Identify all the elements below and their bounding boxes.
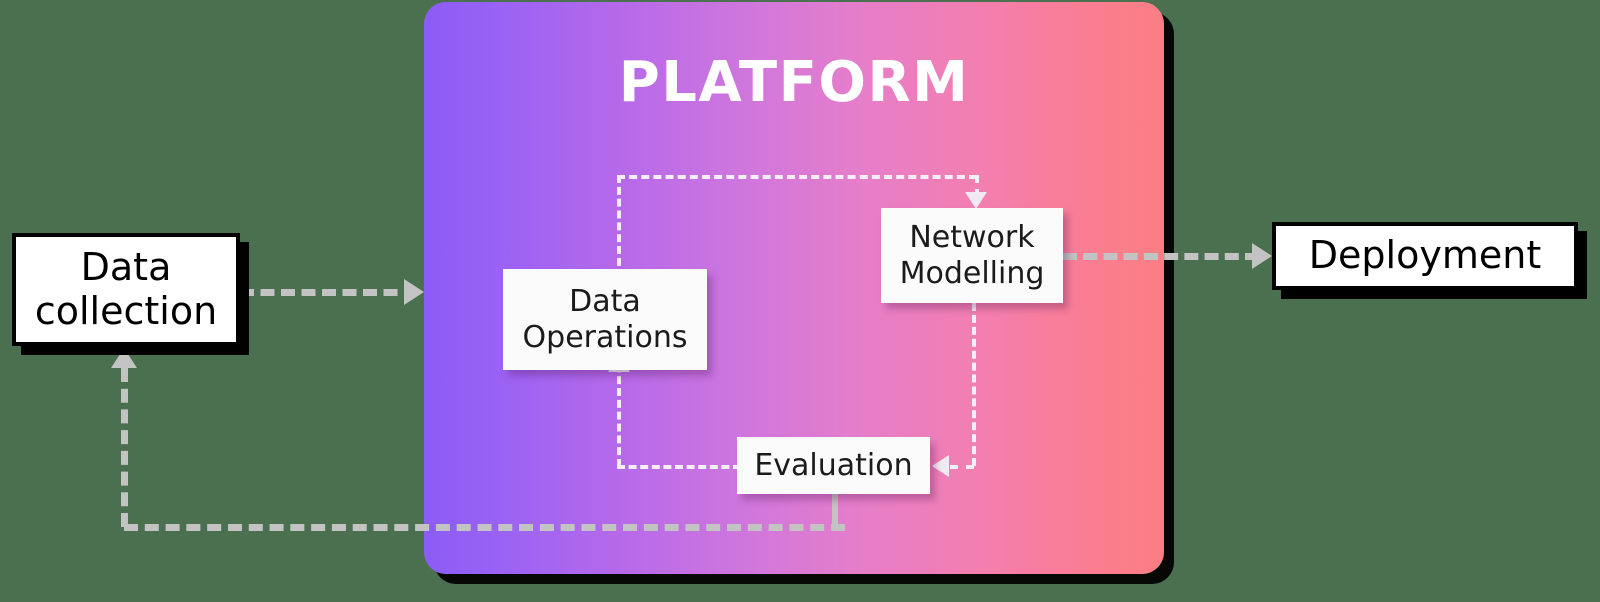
- platform-title: PLATFORM: [618, 50, 970, 115]
- feedback-horizontal-segment: [124, 524, 845, 531]
- node-deployment[interactable]: Deployment: [1272, 222, 1578, 290]
- node-data-collection-line1: Data: [80, 244, 172, 289]
- network-modelling-to-evaluation-segment: [950, 465, 974, 469]
- arrow-down-into-network-modelling: [965, 192, 987, 209]
- arrow-right-into-platform: [404, 279, 424, 305]
- node-data-operations[interactable]: Data Operations: [503, 269, 707, 370]
- node-data-collection-line2: collection: [34, 288, 218, 333]
- arrow-left-into-evaluation: [932, 455, 949, 477]
- network-modelling-down-segment: [972, 303, 976, 466]
- node-evaluation-label: Evaluation: [754, 447, 913, 483]
- node-network-modelling[interactable]: Network Modelling: [881, 208, 1063, 303]
- arrow-up-into-data-collection: [111, 348, 137, 368]
- loop-to-network-modelling-segment: [975, 175, 979, 197]
- data-collection-to-platform-segment: [240, 289, 418, 296]
- node-data-operations-line2: Operations: [522, 319, 688, 355]
- evaluation-down-stub: [832, 494, 838, 530]
- network-modelling-to-deployment-segment: [1063, 253, 1259, 260]
- arrow-right-into-deployment: [1252, 243, 1272, 269]
- node-evaluation[interactable]: Evaluation: [737, 437, 930, 494]
- node-network-modelling-line1: Network: [909, 219, 1035, 255]
- node-network-modelling-line2: Modelling: [899, 255, 1045, 291]
- node-data-operations-line1: Data: [569, 283, 641, 319]
- node-deployment-label: Deployment: [1308, 233, 1542, 278]
- node-data-collection[interactable]: Data collection: [12, 233, 240, 346]
- loop-top-segment: [617, 175, 977, 179]
- loop-bottom-segment: [617, 465, 741, 469]
- feedback-vertical-segment: [121, 368, 128, 527]
